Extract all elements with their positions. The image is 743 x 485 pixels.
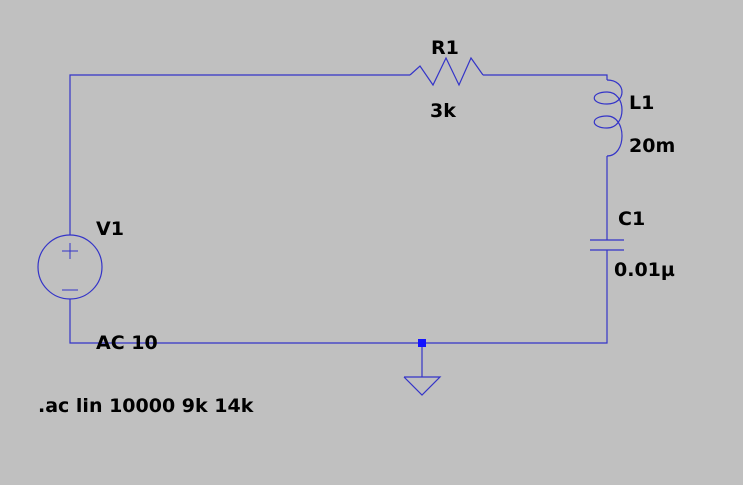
wire-bottom[interactable] — [69, 250, 608, 344]
inductor-icon[interactable] — [593, 79, 623, 157]
l1-value-label[interactable]: 20m — [629, 135, 675, 157]
wire-left-top[interactable] — [69, 74, 410, 235]
r1-value-label[interactable]: 3k — [430, 100, 456, 122]
r1-name-label[interactable]: R1 — [431, 37, 459, 59]
v1-name-label[interactable]: V1 — [96, 218, 124, 240]
capacitor-icon[interactable] — [590, 239, 624, 251]
resistor-icon[interactable] — [409, 56, 484, 87]
c1-name-label[interactable]: C1 — [618, 208, 645, 230]
l1-name-label[interactable]: L1 — [629, 92, 654, 114]
voltage-source-icon[interactable] — [37, 234, 103, 300]
spice-directive[interactable]: .ac lin 10000 9k 14k — [38, 395, 254, 417]
v1-value-label[interactable]: AC 10 — [96, 332, 158, 354]
node-junction[interactable] — [418, 339, 426, 347]
wire-top-right[interactable] — [483, 74, 608, 80]
ground-icon[interactable] — [403, 376, 442, 396]
wires — [69, 74, 608, 377]
c1-value-label[interactable]: 0.01µ — [614, 259, 675, 281]
